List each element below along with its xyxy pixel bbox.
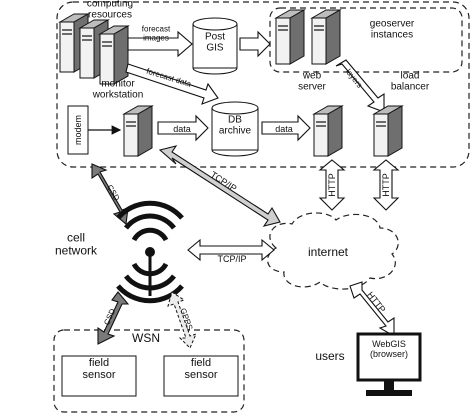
- forecast-data-arrow: [125, 63, 219, 105]
- csd-arrow-upper: [91, 163, 129, 226]
- internet-cloud: [267, 212, 399, 290]
- server-icon: [98, 25, 130, 85]
- http-label-1: HTTP: [327, 173, 337, 197]
- wsn-boundary: [53, 329, 245, 413]
- field-sensor-box-2: [163, 355, 239, 397]
- db-archive-icon: [211, 101, 259, 157]
- http-label-2: HTTP: [381, 173, 391, 197]
- server-icon: [310, 9, 342, 65]
- wsn-label: WSN: [132, 331, 160, 345]
- postgis-to-geoserver-arrow: [239, 30, 271, 58]
- data-arrow-2: [261, 114, 311, 142]
- forecast-images-arrow: [127, 30, 193, 58]
- computing-resources-servers: [58, 13, 130, 85]
- workstation-server-icon: [122, 105, 154, 157]
- gprs-arrow: [167, 291, 197, 349]
- postgis-database-icon: [192, 17, 238, 75]
- server-cluster-boundary: [56, 1, 470, 168]
- monitor-icon: [356, 332, 422, 396]
- csd-label-1: CSD: [105, 183, 121, 202]
- load-balancer-icon: [372, 105, 404, 157]
- users-label: users: [315, 349, 344, 363]
- tcpip-arrow-1: [158, 145, 281, 227]
- tcpip-arrow-2: [187, 238, 275, 262]
- cell-tower-icon: [116, 200, 184, 304]
- web-server-icon: [312, 105, 344, 157]
- webgis-label: WebGIS(browser): [370, 339, 408, 359]
- server-icon: [274, 9, 306, 65]
- geoserver-servers: [274, 9, 342, 65]
- geoserver-group-boundary: [269, 7, 463, 73]
- csd-arrow-lower: [97, 291, 130, 345]
- http-arrow-load-balancer: [372, 159, 400, 211]
- internet-label: internet: [308, 245, 349, 259]
- modem-label: modem: [73, 115, 83, 145]
- data-label-2: data: [275, 124, 293, 134]
- data-arrow-1: [157, 114, 209, 142]
- data-label-1: data: [173, 124, 191, 134]
- field-sensor-box-1: [61, 355, 137, 397]
- http-arrow-web-server: [318, 159, 346, 211]
- tcpip-label-2: TCP/IP: [217, 254, 246, 264]
